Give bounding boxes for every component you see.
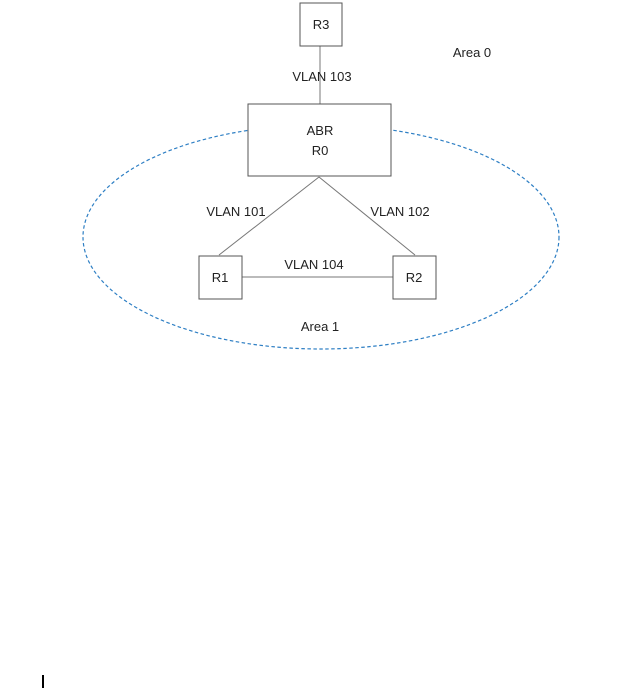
router-abr-name-label: R0 [312,143,329,158]
vlan-102-label: VLAN 102 [370,204,429,219]
router-abr-r0 [247,103,392,177]
router-r3 [299,2,343,47]
area-1-label: Area 1 [301,319,339,334]
vlan-101-label: VLAN 101 [206,204,265,219]
router-r3-label: R3 [313,17,330,32]
text-cursor-mark [42,675,44,688]
vlan-103-label: VLAN 103 [292,69,351,84]
link-vlan-101 [218,176,320,256]
vlan-104-label: VLAN 104 [284,257,343,272]
area-0-label: Area 0 [453,45,491,60]
router-r1-label: R1 [212,270,229,285]
router-r2 [392,255,437,300]
router-r1 [198,255,243,300]
area-1-boundary [82,124,560,350]
link-vlan-102 [318,176,416,256]
router-abr-role-label: ABR [307,123,334,138]
router-r2-label: R2 [406,270,423,285]
